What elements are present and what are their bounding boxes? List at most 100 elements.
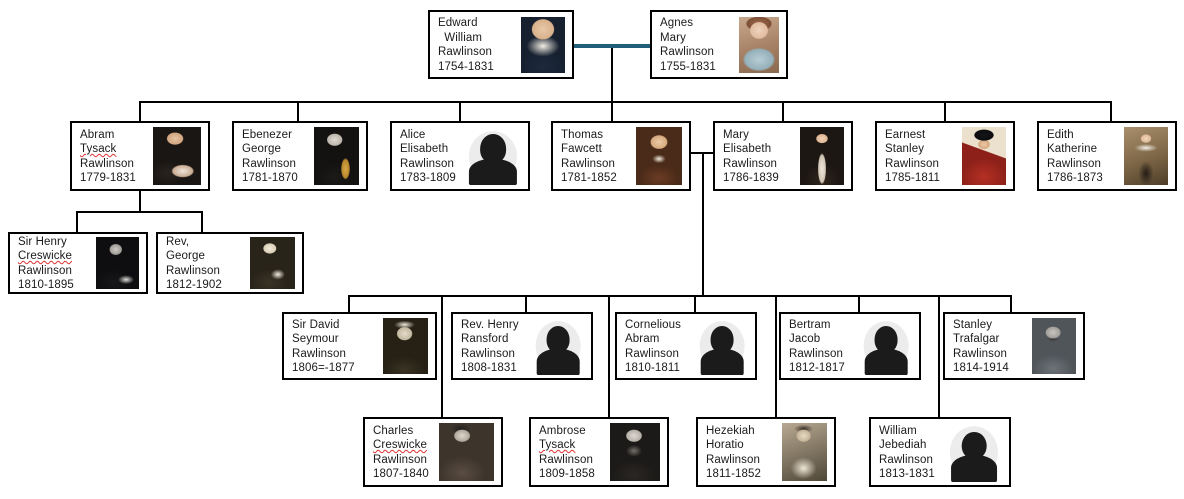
person-given-name: Edith bbox=[1047, 128, 1074, 141]
person-node-cornelious-abram-rawlinson[interactable]: Cornelious Abram Rawlinson 1810-1811 bbox=[615, 312, 757, 380]
person-middle-name: George bbox=[166, 250, 205, 262]
person-node-rev-henry-ransford-rawlinson[interactable]: Rev. Henry Ransford Rawlinson 1808-1831 bbox=[451, 312, 593, 380]
person-text: Thomas Fawcett Rawlinson 1781-1852 bbox=[553, 123, 636, 189]
person-dates: 1785-1811 bbox=[885, 172, 941, 184]
silhouette-avatar-icon bbox=[860, 317, 912, 375]
sibling-bus-abram-children bbox=[76, 211, 203, 213]
person-node-stanley-trafalgar-rawlinson[interactable]: Stanley Trafalgar Rawlinson 1814-1914 bbox=[943, 312, 1085, 380]
person-given-name: Bertram bbox=[789, 318, 831, 331]
person-middle-name: Katherine bbox=[1047, 143, 1098, 155]
person-surname: Rawlinson bbox=[953, 347, 1007, 360]
connector-drop-rev-george bbox=[201, 211, 203, 232]
person-middle-name: Tysack bbox=[80, 143, 117, 155]
person-node-sir-david-seymour-rawlinson[interactable]: Sir David Seymour Rawlinson 1806=-1877 bbox=[282, 312, 437, 380]
portrait-charles-creswicke-rawlinson bbox=[439, 423, 494, 481]
person-given-name: Sir David bbox=[292, 318, 340, 331]
person-text: Rev, George Rawlinson 1812-1902 bbox=[158, 234, 250, 292]
portrait-ebenezer-george-rawlinson bbox=[314, 127, 359, 185]
connector-drop-ambrose bbox=[608, 295, 610, 417]
person-surname: Rawlinson bbox=[879, 453, 933, 466]
person-given-name: Thomas bbox=[561, 128, 604, 141]
connector-drop-cornelious bbox=[694, 295, 696, 312]
connector-drop-abram bbox=[139, 101, 141, 121]
person-surname: Rawlinson bbox=[789, 347, 843, 360]
person-node-hezekiah-horatio-rawlinson[interactable]: Hezekiah Horatio Rawlinson 1811-1852 bbox=[696, 417, 836, 487]
portrait-ambrose-tysack-rawlinson bbox=[610, 423, 660, 481]
person-middle-name: Jebediah bbox=[879, 439, 927, 451]
person-dates: 1783-1809 bbox=[400, 172, 456, 184]
person-dates: 1814-1914 bbox=[953, 362, 1009, 374]
portrait-abram-tysack-rawlinson bbox=[153, 127, 201, 185]
person-text: Earnest Stanley Rawlinson 1785-1811 bbox=[877, 123, 962, 189]
person-dates: 1813-1831 bbox=[879, 468, 935, 480]
person-text: William Jebediah Rawlinson 1813-1831 bbox=[871, 419, 946, 485]
connector-drop-sir-david bbox=[348, 295, 350, 312]
person-node-william-jebediah-rawlinson[interactable]: William Jebediah Rawlinson 1813-1831 bbox=[869, 417, 1011, 487]
connector-drop-edith bbox=[1110, 101, 1112, 121]
connector-drop-alice bbox=[459, 101, 461, 121]
person-node-sir-henry-creswicke-rawlinson[interactable]: Sir Henry Creswicke Rawlinson 1810-1895 bbox=[8, 232, 148, 294]
person-text: Agnes Mary Rawlinson 1755-1831 bbox=[652, 12, 739, 77]
person-text: Charles Creswicke Rawlinson 1807-1840 bbox=[365, 419, 439, 485]
connector-drop-william bbox=[938, 295, 940, 417]
person-node-ebenezer-george-rawlinson[interactable]: Ebenezer George Rawlinson 1781-1870 bbox=[232, 121, 368, 191]
person-middle-name: Ransford bbox=[461, 333, 509, 345]
person-text: Abram Tysack Rawlinson 1779-1831 bbox=[72, 123, 153, 189]
person-given-name: Edward bbox=[438, 17, 478, 29]
portrait-edith-katherine-rawlinson bbox=[1124, 127, 1168, 185]
person-middle-name: Jacob bbox=[789, 333, 821, 345]
connector-drop-earnest bbox=[944, 101, 946, 121]
person-given-name: Abram bbox=[80, 128, 115, 141]
person-given-name: Cornelious bbox=[625, 318, 681, 331]
person-surname: Rawlinson bbox=[1047, 157, 1101, 170]
person-node-edward-william-rawlinson[interactable]: Edward William Rawlinson 1754-1831 bbox=[428, 10, 574, 79]
person-surname: Rawlinson bbox=[80, 157, 134, 170]
portrait-hezekiah-horatio-rawlinson bbox=[782, 423, 827, 481]
silhouette-avatar-icon bbox=[465, 127, 521, 185]
person-surname: Rawlinson bbox=[292, 347, 346, 360]
person-middle-name: Creswicke bbox=[18, 250, 72, 262]
person-node-abram-tysack-rawlinson[interactable]: Abram Tysack Rawlinson 1779-1831 bbox=[70, 121, 210, 191]
person-node-ambrose-tysack-rawlinson[interactable]: Ambrose Tysack Rawlinson 1809-1858 bbox=[529, 417, 669, 487]
person-middle-name: Elisabeth bbox=[400, 143, 449, 155]
connector-drop-bertram bbox=[858, 295, 860, 312]
person-node-mary-elisabeth-rawlinson[interactable]: Mary Elisabeth Rawlinson 1786-1839 bbox=[713, 121, 853, 191]
person-given-name: Ebenezer bbox=[242, 128, 293, 141]
person-given-name: William bbox=[879, 424, 917, 437]
person-dates: 1811-1852 bbox=[706, 468, 762, 480]
person-surname: Rawlinson bbox=[539, 453, 593, 466]
connector-drop-thomas bbox=[611, 101, 613, 121]
person-node-edith-katherine-rawlinson[interactable]: Edith Katherine Rawlinson 1786-1873 bbox=[1037, 121, 1177, 191]
person-node-alice-elisabeth-rawlinson[interactable]: Alice Elisabeth Rawlinson 1783-1809 bbox=[390, 121, 530, 191]
connector-drop-charles bbox=[441, 295, 443, 417]
portrait-rev-george-rawlinson bbox=[250, 237, 295, 289]
person-given-name: Ambrose bbox=[539, 424, 586, 437]
person-node-agnes-mary-rawlinson[interactable]: Agnes Mary Rawlinson 1755-1831 bbox=[650, 10, 788, 79]
person-node-rev-george-rawlinson[interactable]: Rev, George Rawlinson 1812-1902 bbox=[156, 232, 304, 294]
person-dates: 1754-1831 bbox=[438, 60, 494, 73]
person-dates: 1810-1895 bbox=[18, 279, 74, 291]
person-dates: 1786-1873 bbox=[1047, 172, 1103, 184]
person-middle-name: Horatio bbox=[706, 439, 744, 451]
person-dates: 1809-1858 bbox=[539, 468, 595, 480]
person-node-bertram-jacob-rawlinson[interactable]: Bertram Jacob Rawlinson 1812-1817 bbox=[779, 312, 921, 380]
portrait-placeholder-icon-william bbox=[946, 422, 1002, 482]
person-node-charles-creswicke-rawlinson[interactable]: Charles Creswicke Rawlinson 1807-1840 bbox=[363, 417, 503, 487]
person-middle-name: Creswicke bbox=[373, 439, 427, 451]
person-node-earnest-stanley-rawlinson[interactable]: Earnest Stanley Rawlinson 1785-1811 bbox=[875, 121, 1015, 191]
person-text: Hezekiah Horatio Rawlinson 1811-1852 bbox=[698, 419, 782, 485]
person-node-thomas-fawcett-rawlinson[interactable]: Thomas Fawcett Rawlinson 1781-1852 bbox=[551, 121, 691, 191]
person-given-name: Alice bbox=[400, 128, 426, 141]
connector-drop-thomas-mary bbox=[702, 152, 704, 296]
person-middle-name: Seymour bbox=[292, 333, 339, 345]
person-surname: Rawlinson bbox=[461, 347, 515, 360]
person-surname: Rawlinson bbox=[723, 157, 777, 170]
person-surname: Rawlinson bbox=[373, 453, 427, 466]
person-surname: Rawlinson bbox=[885, 157, 939, 170]
person-text: Cornelious Abram Rawlinson 1810-1811 bbox=[617, 314, 696, 378]
portrait-mary-elisabeth-rawlinson bbox=[800, 127, 844, 185]
person-dates: 1786-1839 bbox=[723, 172, 779, 184]
person-dates: 1812-1902 bbox=[166, 279, 222, 291]
portrait-placeholder-icon-bertram bbox=[860, 317, 912, 375]
